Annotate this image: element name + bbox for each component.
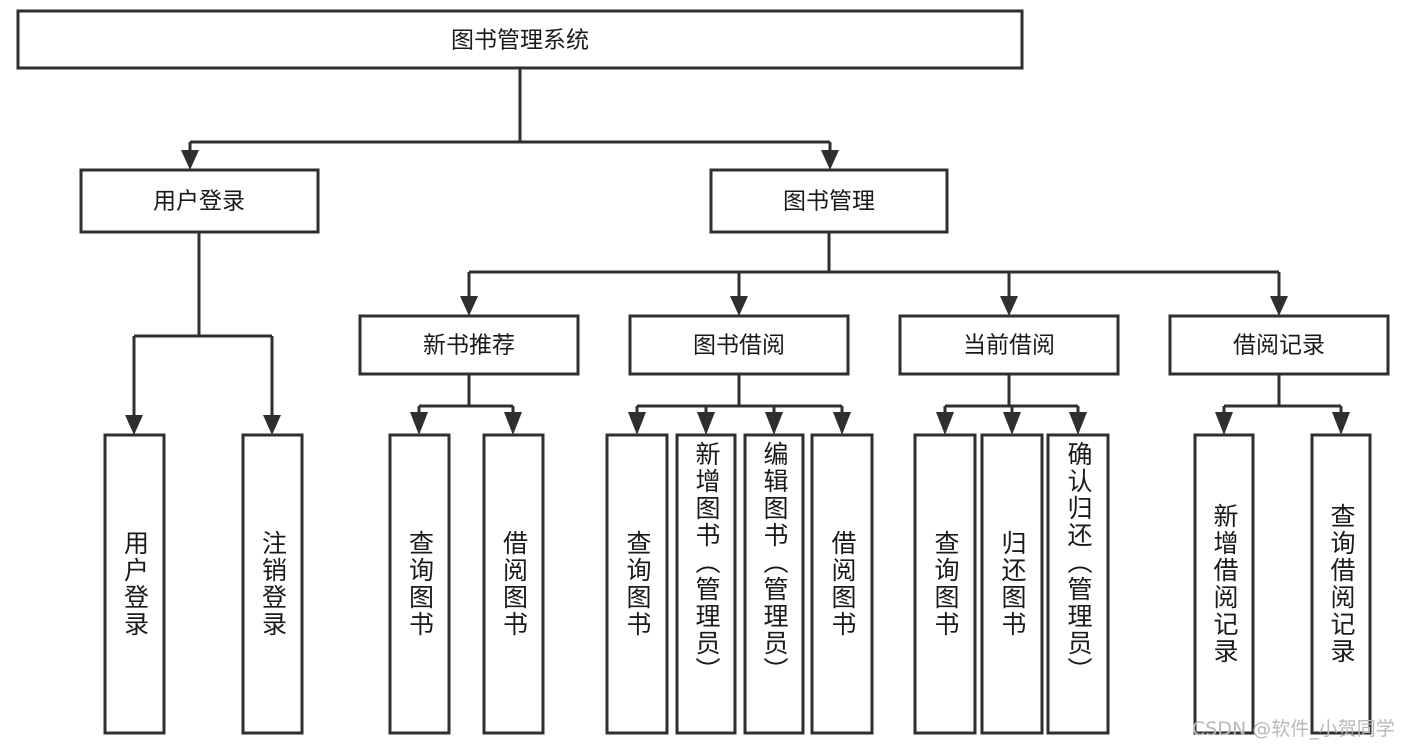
leaf-boxes	[103, 433, 1372, 735]
arrow-bm-to-current-borrow-icon	[1000, 296, 1018, 316]
leaf-user-logout-box[interactable]	[241, 433, 304, 735]
arrow-bb-to-leaf-borrow-icon	[833, 412, 851, 435]
arrow-br-to-leaf-add-icon	[1215, 412, 1233, 435]
arrow-bm-to-book-borrow-icon	[730, 296, 748, 316]
leaf-borrow-book-1-box[interactable]	[482, 433, 545, 735]
node-current-borrow-box[interactable]	[898, 314, 1120, 376]
node-book-borrow-box[interactable]	[628, 314, 850, 376]
arrow-nb-to-leaf-query-icon	[410, 412, 428, 435]
node-new-book-recommend-box[interactable]	[358, 314, 580, 376]
arrow-bb-to-leaf-query-icon	[628, 412, 646, 435]
arrow-bm-to-borrow-record-icon	[1270, 296, 1288, 316]
node-book-borrow-label: 图书借阅	[693, 333, 785, 359]
leaf-add-book-box[interactable]	[675, 433, 737, 735]
arrow-nb-to-leaf-borrow-icon	[504, 412, 522, 435]
node-current-borrow-label: 当前借阅	[963, 333, 1055, 359]
node-book-manage[interactable]: 图书管理	[709, 168, 949, 234]
leaf-user-login-box[interactable]	[103, 433, 166, 735]
node-book-borrow[interactable]: 图书借阅	[628, 314, 850, 376]
node-user-login-label: 用户登录	[153, 189, 245, 215]
node-borrow-record-box[interactable]	[1168, 314, 1390, 376]
edges-book-manage-to-level3	[460, 232, 1288, 316]
node-new-book-recommend[interactable]: 新书推荐	[358, 314, 580, 376]
arrow-bm-to-new-book-icon	[460, 296, 478, 316]
node-new-book-recommend-label: 新书推荐	[423, 333, 515, 359]
arrow-bb-to-leaf-add-icon	[697, 412, 715, 435]
arrow-br-to-leaf-query-icon	[1332, 412, 1350, 435]
edges-book-borrow-to-leaves	[628, 374, 851, 435]
node-root-box[interactable]	[16, 9, 1024, 70]
edges-user-login-to-leaves	[125, 232, 281, 435]
leaf-query-book-1-box[interactable]	[388, 433, 451, 735]
arrow-ul-to-leaf-logout-icon	[263, 415, 281, 435]
arrow-root-to-user-login-icon	[181, 150, 199, 170]
leaf-borrow-book-2-box[interactable]	[810, 433, 874, 735]
node-book-manage-box[interactable]	[709, 168, 949, 234]
leaf-add-record-box[interactable]	[1193, 433, 1255, 735]
leaf-query-book-2-box[interactable]	[605, 433, 669, 735]
leaf-query-book-3-box[interactable]	[913, 433, 977, 735]
node-current-borrow[interactable]: 当前借阅	[898, 314, 1120, 376]
node-root-label: 图书管理系统	[451, 28, 589, 54]
node-root[interactable]: 图书管理系统	[16, 9, 1024, 70]
node-borrow-record-label: 借阅记录	[1233, 333, 1325, 359]
leaf-query-record-box[interactable]	[1310, 433, 1372, 735]
arrow-cb-to-leaf-confirm-icon	[1069, 412, 1087, 435]
edges-new-book-to-leaves	[410, 374, 522, 435]
arrow-root-to-book-manage-icon	[821, 150, 839, 170]
node-book-manage-label: 图书管理	[783, 189, 875, 215]
arrow-bb-to-leaf-edit-icon	[765, 412, 783, 435]
leaf-return-book-box[interactable]	[980, 433, 1044, 735]
node-user-login-box[interactable]	[79, 168, 320, 234]
edges-root-to-level2	[181, 68, 839, 170]
arrow-ul-to-leaf-login-icon	[125, 415, 143, 435]
node-borrow-record[interactable]: 借阅记录	[1168, 314, 1390, 376]
node-user-login[interactable]: 用户登录	[79, 168, 320, 234]
edges-borrow-record-to-leaves	[1215, 374, 1350, 435]
arrow-cb-to-leaf-query-icon	[936, 412, 954, 435]
edges-current-borrow-to-leaves	[936, 374, 1087, 435]
arrow-cb-to-leaf-return-icon	[1003, 412, 1021, 435]
leaf-confirm-return-box[interactable]	[1046, 433, 1110, 735]
leaf-edit-book-box[interactable]	[743, 433, 805, 735]
